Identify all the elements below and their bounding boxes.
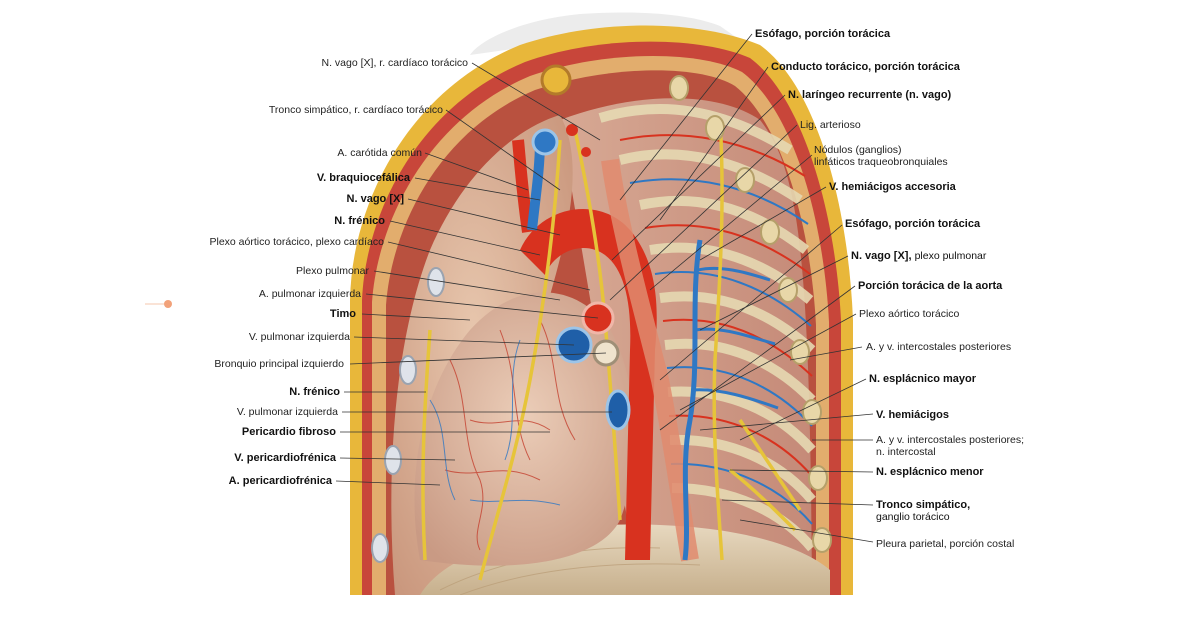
label-intercostales-n-intercostal: A. y v. intercostales posteriores; n. in… bbox=[876, 434, 1024, 458]
label-n-vago: N. vago [X] bbox=[346, 193, 404, 205]
aorta bbox=[520, 208, 657, 560]
label-esofago-inferior: Esófago, porción torácica bbox=[845, 218, 981, 230]
label-n-frenico-lower: N. frénico bbox=[289, 386, 340, 398]
label-tronco-simpatico-r-cardiaco: Tronco simpático, r. cardíaco torácico bbox=[268, 104, 443, 116]
label-v-hemiacigos-accesoria: V. hemiácigos accesoria bbox=[829, 181, 956, 193]
label-a-pericardiofrenica: A. pericardiofrénica bbox=[228, 475, 332, 487]
label-intercostales-line2: n. intercostal bbox=[876, 446, 936, 458]
accent-dot bbox=[164, 300, 172, 308]
label-v-pericardiofrenica: V. pericardiofrénica bbox=[234, 452, 336, 464]
label-n-laringeo-recurrente: N. laríngeo recurrente (n. vago) bbox=[788, 89, 952, 101]
label-plexo-aortico-cardiaco: Plexo aórtico torácico, plexo cardíaco bbox=[209, 236, 384, 248]
label-v-pulmonar-izquierda-upper: V. pulmonar izquierda bbox=[248, 331, 350, 343]
label-porcion-toracica-aorta: Porción torácica de la aorta bbox=[858, 280, 1003, 292]
label-v-braquiocefalica: V. braquiocefálica bbox=[316, 172, 410, 184]
label-a-v-intercostales-posteriores: A. y v. intercostales posteriores bbox=[866, 341, 1012, 353]
label-n-vago-plexo-pulmonar: N. vago [X], plexo pulmonar bbox=[851, 250, 986, 262]
label-timo: Timo bbox=[329, 308, 356, 320]
label-tronco-simpatico-ganglio: Tronco simpático, ganglio torácico bbox=[876, 499, 970, 523]
label-tronco-simpatico-line1: Tronco simpático, bbox=[876, 499, 971, 511]
label-plexo-pulmonar: Plexo pulmonar bbox=[296, 265, 369, 277]
leader-lines-left bbox=[335, 62, 612, 486]
label-n-vago-bold: N. vago [X], bbox=[851, 250, 912, 262]
label-n-esplacnico-menor: N. esplácnico menor bbox=[876, 466, 984, 478]
leader-lines-right bbox=[609, 33, 874, 543]
label-pericardio-fibroso: Pericardio fibroso bbox=[241, 426, 336, 438]
label-conducto-toracico: Conducto torácico, porción torácica bbox=[771, 61, 960, 73]
label-nodulos-linfaticos: Nódulos (ganglios) linfáticos traqueobro… bbox=[814, 144, 948, 168]
label-lig-arterioso: Lig. arterioso bbox=[800, 119, 861, 131]
label-pleura-parietal: Pleura parietal, porción costal bbox=[876, 538, 1015, 550]
label-bronquio-principal-izquierdo: Bronquio principal izquierdo bbox=[214, 358, 344, 370]
label-a-pulmonar-izquierda: A. pulmonar izquierda bbox=[258, 288, 361, 300]
label-v-pulmonar-izquierda-lower: V. pulmonar izquierda bbox=[236, 406, 338, 418]
label-nodulos-line2: linfáticos traqueobronquiales bbox=[814, 156, 948, 168]
label-n-frenico-upper: N. frénico bbox=[334, 215, 385, 227]
label-ganglio-toracico-line2: ganglio torácico bbox=[876, 511, 950, 523]
label-n-esplacnico-mayor: N. esplácnico mayor bbox=[869, 373, 976, 385]
label-intercostales-line1: A. y v. intercostales posteriores; bbox=[876, 434, 1025, 446]
label-nodulos-line1: Nódulos (ganglios) bbox=[814, 144, 902, 156]
label-v-hemiacigos: V. hemiácigos bbox=[876, 409, 949, 421]
label-plexo-pulmonar-suffix: plexo pulmonar bbox=[914, 250, 987, 262]
label-n-vago-r-cardiaco-toracico: N. vago [X], r. cardíaco torácico bbox=[321, 57, 468, 69]
label-a-carotida-comun: A. carótida común bbox=[337, 147, 422, 159]
pulmonary-vein-lower bbox=[605, 389, 631, 431]
label-esofago-superior: Esófago, porción torácica bbox=[755, 28, 891, 40]
label-plexo-aortico-toracico: Plexo aórtico torácico bbox=[859, 308, 960, 320]
